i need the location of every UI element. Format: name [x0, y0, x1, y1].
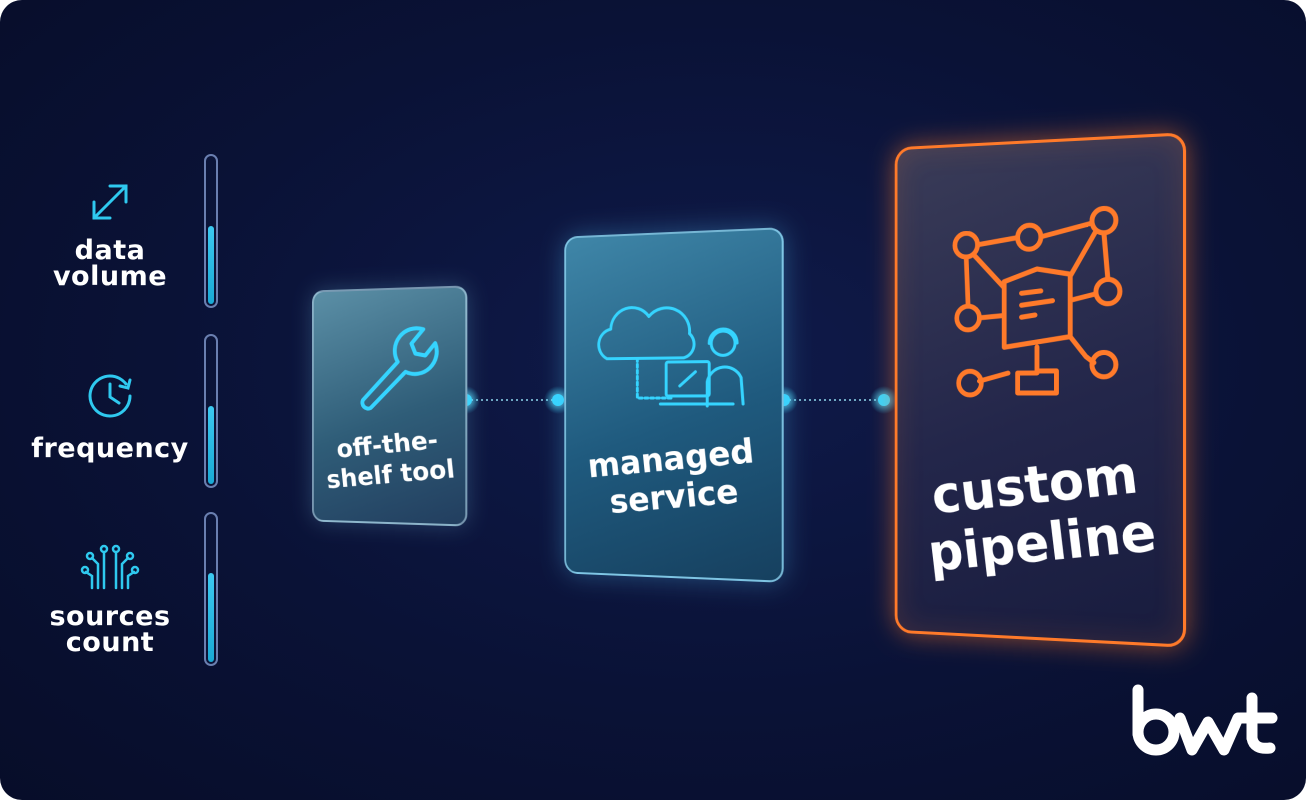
meter-sources-count: [204, 512, 218, 666]
card-managed-service: managed service: [563, 227, 785, 583]
connector-dot: [870, 386, 898, 414]
factor-label-line: sources: [49, 601, 171, 632]
bwt-logo: [1132, 684, 1278, 756]
card-title: managed service: [563, 429, 785, 524]
card-title: custom pipeline: [892, 441, 1189, 585]
card-title: off-the- shelf tool: [311, 422, 468, 496]
factor-label-line: frequency: [31, 433, 189, 464]
meter-fill: [208, 405, 214, 484]
card-off-the-shelf-tool: off-the- shelf tool: [311, 285, 468, 527]
pipeline-network-icon: [942, 193, 1136, 418]
factor-sources-count: sources count: [20, 538, 200, 656]
factor-label-line: volume: [52, 261, 168, 292]
factor-label: sources count: [20, 601, 200, 658]
circuit-icon: [80, 544, 140, 590]
resize-arrows-icon: [92, 184, 128, 220]
meter-data-volume: [204, 154, 218, 308]
factor-data-volume: data volume: [20, 172, 200, 290]
meter-fill: [208, 225, 214, 304]
factor-label: frequency: [20, 433, 200, 464]
card-custom-pipeline: custom pipeline: [892, 132, 1189, 648]
factor-frequency: frequency: [20, 366, 200, 462]
wrench-icon: [342, 313, 439, 414]
factor-label-line: data: [74, 235, 146, 266]
clock-icon: [88, 374, 132, 418]
factor-label: data volume: [20, 235, 200, 292]
meter-frequency: [204, 334, 218, 488]
factor-label-line: count: [65, 627, 155, 658]
meter-fill: [208, 573, 214, 662]
cloud-support-icon: [588, 275, 763, 418]
